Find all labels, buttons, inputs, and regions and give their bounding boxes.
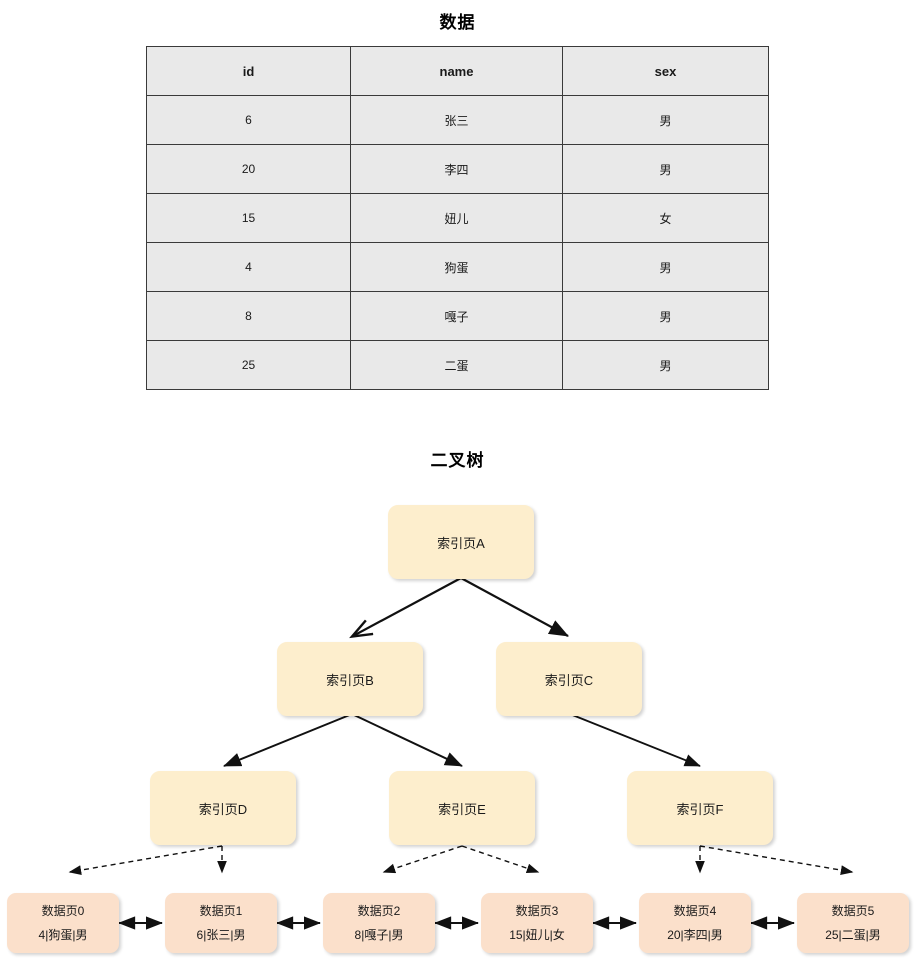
data-node-title: 数据页0 [41, 903, 85, 918]
cell-name: 二蛋 [350, 340, 563, 390]
edge-index-C-F [569, 713, 701, 767]
data-node-title: 数据页2 [357, 903, 401, 918]
column-header-id: id [146, 46, 351, 96]
node-label: 索引页C [544, 672, 594, 688]
cell-name: 妞儿 [350, 193, 563, 243]
data-node-record: 25|二蛋|男 [825, 927, 881, 942]
edge-leaf-E-3 [461, 845, 540, 874]
table-header-row: id name sex [146, 46, 769, 96]
column-header-name: name [350, 46, 563, 96]
cell-name: 嘎子 [350, 291, 563, 341]
table-row: 8 嘎子 男 [146, 291, 769, 341]
edge-index-A-B [353, 577, 462, 636]
table-row: 25 二蛋 男 [146, 340, 769, 390]
table-row: 15 妞儿 女 [146, 193, 769, 243]
tree-node-index-f[interactable]: 索引页F [627, 771, 773, 845]
tree-node-data-3[interactable]: 数据页3 15|妞儿|女 [481, 893, 593, 953]
cell-name: 李四 [350, 144, 563, 194]
edge-index-B-D [223, 713, 353, 767]
data-node-record: 4|狗蛋|男 [38, 927, 88, 942]
tree-node-index-c[interactable]: 索引页C [496, 642, 642, 716]
cell-sex: 男 [562, 95, 769, 145]
cell-id: 20 [146, 144, 351, 194]
cell-sex: 男 [562, 242, 769, 292]
data-node-title: 数据页1 [199, 903, 243, 918]
cell-name: 狗蛋 [350, 242, 563, 292]
binary-tree-diagram: 索引页A 索引页B 索引页C 索引页D 索引页E 索引页F 数据页0 4|狗蛋|… [0, 480, 915, 961]
table-row: 6 张三 男 [146, 95, 769, 145]
cell-id: 8 [146, 291, 351, 341]
cell-id: 4 [146, 242, 351, 292]
tree-node-data-5[interactable]: 数据页5 25|二蛋|男 [797, 893, 909, 953]
tree-node-index-e[interactable]: 索引页E [389, 771, 535, 845]
data-node-record: 15|妞儿|女 [509, 927, 565, 942]
edge-leaf-F-5 [699, 845, 854, 875]
node-label: 索引页D [198, 801, 248, 817]
page-title-data: 数据 [439, 13, 476, 32]
cell-id: 15 [146, 193, 351, 243]
column-header-sex: sex [562, 46, 769, 96]
cell-sex: 女 [562, 193, 769, 243]
cell-sex: 男 [562, 340, 769, 390]
cell-sex: 男 [562, 144, 769, 194]
tree-node-index-b[interactable]: 索引页B [277, 642, 423, 716]
tree-node-index-a[interactable]: 索引页A [388, 505, 534, 579]
page-title-tree: 二叉树 [430, 451, 485, 470]
edge-leaf-D-0 [68, 845, 223, 875]
cell-sex: 男 [562, 291, 769, 341]
cell-name: 张三 [350, 95, 563, 145]
data-table-container: id name sex 6 张三 男 20 李四 男 15 妞儿 女 4 [146, 46, 769, 390]
edge-index-A-C [460, 577, 569, 637]
tree-node-data-1[interactable]: 数据页1 6|张三|男 [165, 893, 277, 953]
node-label: 索引页B [326, 672, 374, 688]
node-label: 索引页F [676, 801, 724, 817]
table-row: 20 李四 男 [146, 144, 769, 194]
table-row: 4 狗蛋 男 [146, 242, 769, 292]
data-node-record: 20|李四|男 [667, 927, 723, 942]
data-node-record: 6|张三|男 [196, 927, 246, 942]
data-table: id name sex 6 张三 男 20 李四 男 15 妞儿 女 4 [146, 46, 769, 390]
data-node-title: 数据页5 [831, 903, 875, 918]
tree-node-index-d[interactable]: 索引页D [150, 771, 296, 845]
cell-id: 6 [146, 95, 351, 145]
node-label: 索引页E [438, 801, 486, 817]
tree-node-data-2[interactable]: 数据页2 8|嘎子|男 [323, 893, 435, 953]
data-node-record: 8|嘎子|男 [354, 927, 404, 942]
cell-id: 25 [146, 340, 351, 390]
data-node-title: 数据页4 [673, 903, 717, 918]
edge-leaf-E-2 [382, 845, 463, 874]
data-node-title: 数据页3 [515, 903, 559, 918]
edge-index-B-E [351, 713, 463, 767]
node-label: 索引页A [437, 535, 485, 551]
tree-node-data-4[interactable]: 数据页4 20|李四|男 [639, 893, 751, 953]
tree-node-data-0[interactable]: 数据页0 4|狗蛋|男 [7, 893, 119, 953]
